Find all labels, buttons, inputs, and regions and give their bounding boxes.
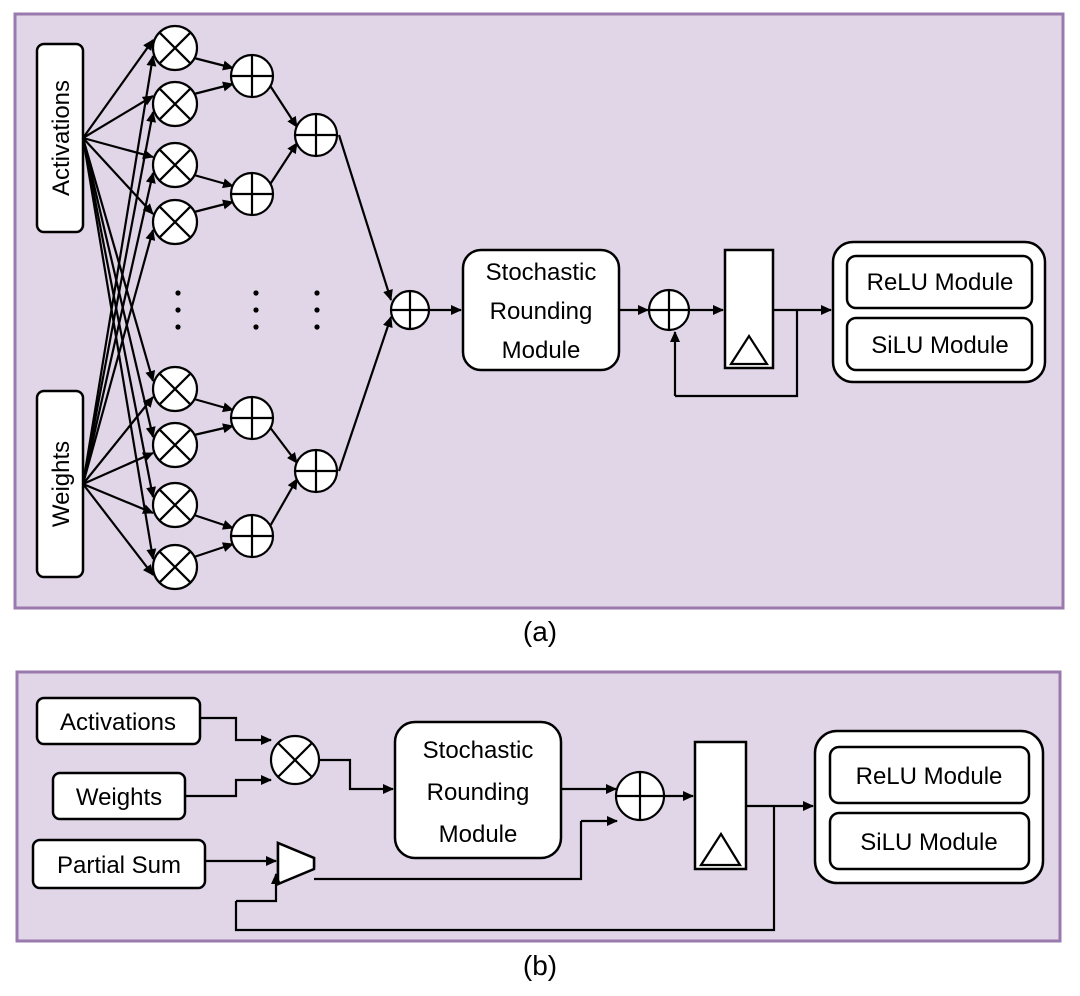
weights-to-multiplier-wire-7 xyxy=(82,482,154,515)
multiplier-to-adder-wire-6 xyxy=(193,423,234,437)
partial-sum-label: Partial Sum xyxy=(57,852,181,879)
multiplier-a-5 xyxy=(151,365,199,413)
silu-module-b xyxy=(828,811,1031,871)
activations-to-multiplier-wire-7 xyxy=(81,137,156,498)
activations-input-block-b: Activations xyxy=(35,696,202,746)
silu-label-b: SiLU Module xyxy=(860,829,997,856)
relu-label-b: ReLU Module xyxy=(856,763,1003,790)
rounding-line2-b: Rounding xyxy=(427,779,530,806)
activations-input-block: Activations xyxy=(35,42,85,234)
multiplier-to-adder-wire-8 xyxy=(193,542,234,559)
silu-label-a: SiLU Module xyxy=(871,332,1008,359)
activation-modules-b: ReLU Module SiLU Module xyxy=(813,729,1045,885)
multiplier-b xyxy=(269,734,321,786)
relu-module-b xyxy=(828,745,1031,805)
adder-level2-a-2 xyxy=(293,448,339,494)
panel-a: Activations Weights Stochastic Rounding xyxy=(13,12,1065,647)
activations-label-b: Activations xyxy=(60,709,176,736)
rounding-line3: Module xyxy=(502,337,581,364)
multiplier-to-adder-wire-7 xyxy=(193,513,234,530)
silu-module-a xyxy=(845,316,1034,372)
caption-b: (b) xyxy=(523,950,557,981)
multiplier-adder-tree xyxy=(151,24,339,591)
multiplier-a-2 xyxy=(151,80,199,128)
activations-to-multiplier-wire-4 xyxy=(82,137,154,215)
activations-to-multiplier-wire-3 xyxy=(82,136,154,160)
activations-to-multiplier-wire-6 xyxy=(81,137,156,438)
rounding-line1: Stochastic xyxy=(486,259,597,286)
activations-to-multiplier-wire-2 xyxy=(82,95,154,139)
weights-to-multiplier-wire-5 xyxy=(82,396,154,485)
rounding-line1-b: Stochastic xyxy=(423,737,534,764)
activations-to-multiplier-wire-5 xyxy=(81,137,156,382)
weights-to-multiplier-wire-1 xyxy=(81,55,157,485)
final-adder xyxy=(337,134,462,472)
relu-module-a xyxy=(845,254,1034,310)
stochastic-rounding-module-a: Stochastic Rounding Module xyxy=(461,248,621,372)
weights-to-multiplier-wire-6 xyxy=(82,451,154,486)
adder-to-adder-wire-1 xyxy=(268,83,298,128)
partial-sum-input-block: Partial Sum xyxy=(31,838,207,890)
panel-b: Activations Weights Partial Sum Stochast… xyxy=(15,670,1062,981)
weights-to-multiplier-wire-3 xyxy=(81,172,156,485)
multiplier-to-adder-wire-3 xyxy=(193,173,234,189)
multiplier-to-adder-wire-5 xyxy=(193,397,234,413)
activations-to-multiplier-wire-8 xyxy=(81,137,157,560)
activations-to-multiplier-wire-1 xyxy=(82,39,154,139)
adder-level1-a-2 xyxy=(229,171,275,217)
stochastic-rounding-module-b: Stochastic Rounding Module xyxy=(393,720,563,860)
adder-to-adder-wire-2 xyxy=(268,142,298,187)
weights-input-block: Weights xyxy=(35,389,85,579)
multiplier-a-6 xyxy=(151,421,199,469)
accumulator-adder-b xyxy=(614,770,666,822)
multiplier-a-7 xyxy=(151,481,199,529)
adder-level1-a-4 xyxy=(229,513,275,559)
multiplier-a-1 xyxy=(151,24,199,72)
multiplier-a-8 xyxy=(151,543,199,591)
multiplier-to-adder-wire-2 xyxy=(193,81,234,96)
multiplier-to-adder-wire-1 xyxy=(193,56,234,71)
weights-to-multiplier-wire-2 xyxy=(81,111,157,485)
adder-to-adder-wire-4 xyxy=(268,478,298,529)
activation-modules-a: ReLU Module SiLU Module xyxy=(831,240,1047,384)
multiplier-a-3 xyxy=(151,141,199,189)
weights-to-multiplier-wire-4 xyxy=(81,229,156,485)
weights-label-b: Weights xyxy=(76,784,162,811)
adder-level2-a-1 xyxy=(293,112,339,158)
weights-input-block-b: Weights xyxy=(51,771,187,821)
relu-label-a: ReLU Module xyxy=(867,269,1014,296)
register-b xyxy=(693,740,748,871)
adder-level1-a-3 xyxy=(229,395,275,441)
rounding-line3-b: Module xyxy=(439,821,518,848)
register-a xyxy=(723,248,775,370)
multiplier-a-4 xyxy=(151,198,199,246)
accumulator-adder-a xyxy=(647,288,691,332)
weights-label: Weights xyxy=(48,441,75,527)
input-fanout-wires xyxy=(81,39,157,576)
rounding-line2: Rounding xyxy=(490,298,593,325)
adder-level1-a-1 xyxy=(229,53,275,99)
caption-a: (a) xyxy=(523,616,557,647)
multiplier-to-adder-wire-4 xyxy=(193,199,234,214)
weights-to-multiplier-wire-8 xyxy=(82,483,154,576)
activations-label: Activations xyxy=(48,80,75,196)
adder-to-adder-wire-3 xyxy=(268,425,298,464)
mux-b xyxy=(276,841,316,886)
ellipsis-dots xyxy=(175,290,320,330)
